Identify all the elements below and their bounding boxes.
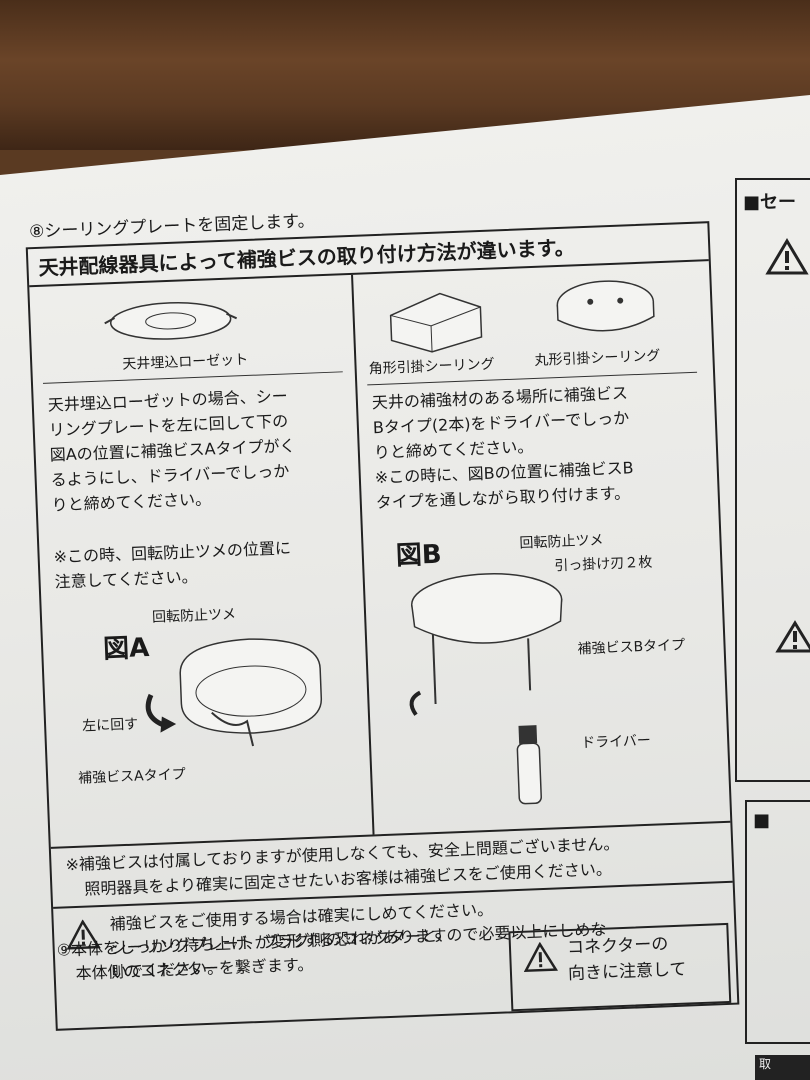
figure-a-illustration <box>145 638 323 747</box>
round-ceiling-label: 丸形引掛シーリング <box>534 348 661 369</box>
right-instructions: 天井の補強材のある場所に補強ビス Bタイプ(2本)をドライバーでしっか りと締め… <box>371 378 706 516</box>
warning-icon <box>66 919 101 950</box>
figA-screw-callout: 補強ビスAタイプ <box>77 766 186 787</box>
warning-icon <box>523 941 558 973</box>
right-panel-heading: ■セー <box>743 192 797 213</box>
step8-box: 天井配線器具によって補強ビスの取り付け方法が違います。 天井埋込ローゼット 天井… <box>25 221 740 1031</box>
left-caution: ※この時、回転防止ツメの位置に 注意してください。 <box>53 533 355 594</box>
figB-claw-callout: 回転防止ツメ <box>519 532 604 552</box>
right-panel-lower: ■ <box>745 800 810 1044</box>
figB-screw-callout: 補強ビスBタイプ <box>577 637 686 658</box>
square-ceiling-label: 角形引掛シーリング <box>368 356 495 378</box>
left-instructions: 天井埋込ローゼットの場合、シー リングプレートを左に回して下の 図Aの位置に補強… <box>47 381 352 517</box>
manual-page: ⑧シーリングプレートを固定します。 天井配線器具によって補強ビスの取り付け方法が… <box>8 123 742 1039</box>
warning-icon <box>765 238 809 275</box>
rosette-illustration <box>104 301 238 340</box>
figB-driver-callout: ドライバー <box>580 732 652 752</box>
connector-warning-line: 向きに注意して <box>567 959 687 985</box>
connector-warning-box: コネクターの 向きに注意して <box>508 922 732 1012</box>
figure-b-illustration <box>409 573 563 805</box>
step8-title: ⑧シーリングプレートを固定します。 <box>28 211 315 243</box>
left-rule <box>42 371 343 384</box>
bottom-tab: 取 <box>755 1055 810 1080</box>
figA-rotate-callout: 左に回す <box>81 716 139 735</box>
square-ceiling-illustration <box>389 292 483 353</box>
rosette-label: 天井埋込ローゼット <box>122 351 249 373</box>
manual-paper <box>0 95 810 1080</box>
warning-block: 補強ビスをご使用する場合は確実にしめてください。 シーリングプレートが変形する恐… <box>53 883 736 993</box>
round-ceiling-illustration <box>556 280 655 332</box>
right-panel-heading-2: ■ <box>753 810 771 831</box>
warning-icon <box>775 620 810 653</box>
right-panel: ■セー <box>735 178 810 782</box>
